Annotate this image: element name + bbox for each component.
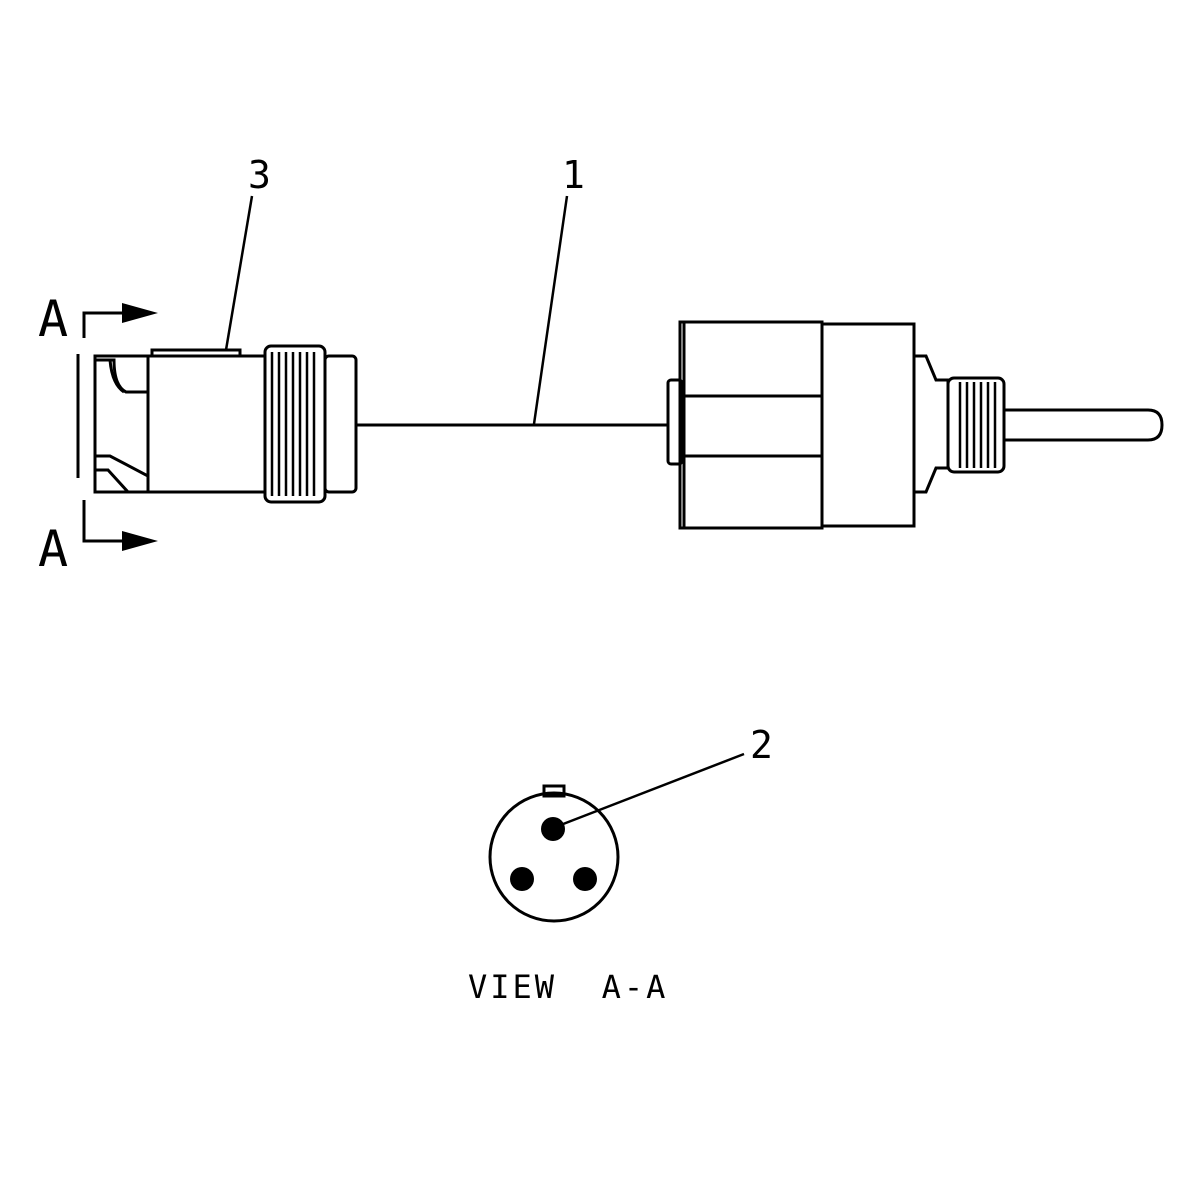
left-connector-notch-top-inner [108, 359, 125, 394]
right-sensor-assembly [666, 320, 1164, 530]
end-view-pin-3 [573, 867, 597, 891]
left-connector-body [93, 354, 267, 494]
view-caption: VIEW A-A [468, 968, 668, 1006]
callout-label-2: 2 [750, 723, 773, 767]
end-view-pin-2 [510, 867, 534, 891]
callout-1: 1 [532, 153, 585, 425]
callout-leader-2 [557, 752, 745, 828]
section-arrow-top-line [82, 311, 125, 338]
end-view-key [542, 784, 566, 798]
left-coupling-knurl [270, 352, 316, 496]
left-connector-boot [323, 354, 358, 494]
end-view-a-a: VIEW A-A [468, 784, 668, 1006]
sensor-thread-lines [958, 382, 997, 468]
section-marker-a-a: A A [38, 290, 158, 578]
sensor-thread [946, 376, 1006, 474]
section-arrow-bottom-head [122, 531, 158, 551]
left-coupling-nut [263, 344, 327, 504]
end-view-outline [488, 791, 620, 923]
sensor-hex-body [678, 320, 824, 530]
sensor-probe [1004, 408, 1164, 442]
callout-label-3: 3 [248, 153, 271, 197]
sensor-strain-relief [666, 378, 684, 466]
callout-leader-1 [532, 195, 569, 425]
end-view-pin-1 [541, 817, 565, 841]
section-label-top: A [38, 290, 68, 348]
sensor-neck [914, 354, 950, 494]
section-arrow-top-head [122, 303, 158, 323]
left-connector-notch-bottom [95, 454, 150, 492]
callout-leader-3 [224, 195, 254, 351]
left-connector-notch-bottom-inner [95, 468, 130, 494]
callout-label-1: 1 [562, 153, 585, 197]
callout-3: 3 [224, 153, 271, 351]
left-connector-notch-top [95, 358, 148, 394]
callout-2: 2 [557, 723, 773, 828]
section-arrow-bottom-line [82, 500, 125, 543]
left-connector-plug [93, 344, 358, 504]
section-label-bottom: A [38, 520, 68, 578]
sensor-collar [820, 322, 916, 528]
left-connector-latch-tab [150, 348, 242, 356]
